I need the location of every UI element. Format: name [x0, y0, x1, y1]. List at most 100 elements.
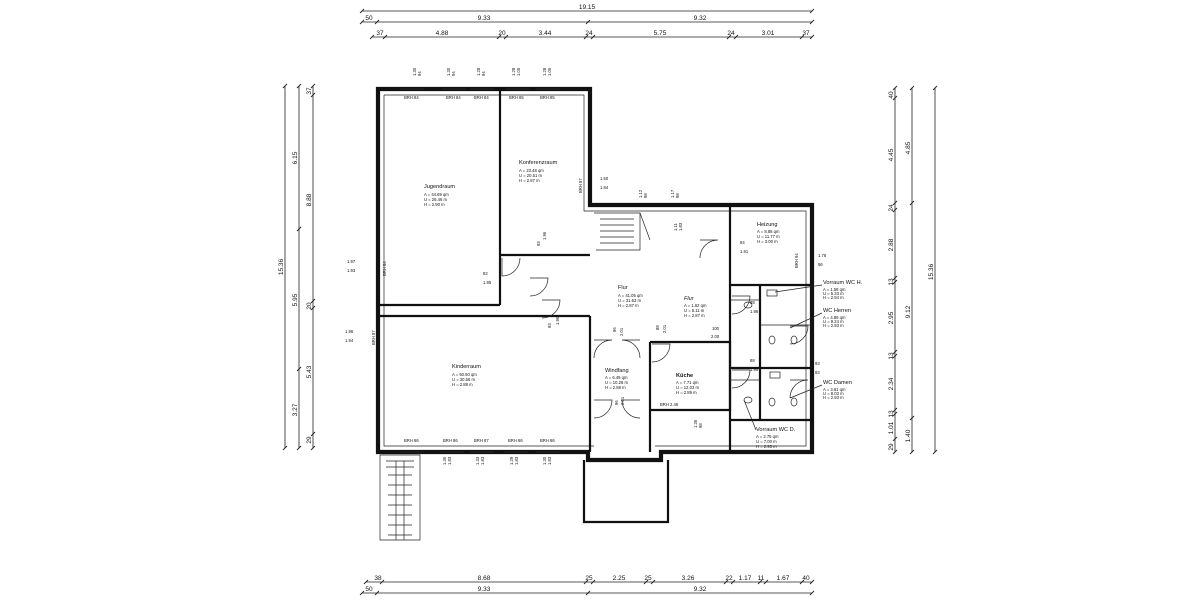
room-name: Kinderraum — [452, 364, 481, 370]
open-dim: 1.76 — [818, 253, 827, 258]
room-name: Windfang — [605, 368, 629, 374]
dim-top-r2-0: 50 — [365, 15, 373, 22]
room-vorraum-wc-d: Vorraum WC D. A = 2.75 qm U = 7.00 m H =… — [743, 399, 796, 449]
open-dim: 93 — [536, 241, 541, 246]
dim-top-r2-1: 9.33 — [478, 15, 491, 22]
room-perimeter: U = 10.26 m — [605, 380, 628, 385]
dim-bot-r1-7: 1.17 — [739, 575, 752, 582]
open-dim: 1.11 — [673, 222, 678, 231]
open-dim: 1.93 — [347, 268, 356, 273]
dim-top-r3-3: 3.44 — [539, 30, 552, 37]
room-height: H = 2.93 m — [823, 323, 844, 328]
room-name: Heizung — [757, 222, 778, 228]
open-dim: 2.00 — [711, 334, 720, 339]
open-dim: 1.83 — [547, 456, 552, 465]
dim-right-r3-1: 4.45 — [888, 148, 895, 161]
dim-top-r3-6: 24 — [727, 30, 735, 37]
opening-dimensions: 1.30 94 1.30 94 1.28 94 1.28 1.05 1.28 1… — [345, 67, 827, 465]
room-heizung: Heizung A = 8.88 qm U = 11.77 m H = 3.00… — [757, 222, 780, 244]
open-dim: 1.28 — [511, 67, 516, 76]
dim-right-r3-5: 2.95 — [888, 311, 895, 324]
dim-bot-r2-0: 50 — [365, 586, 373, 593]
room-height: H = 2.87 m — [618, 303, 639, 308]
room-height: H = 2.93 m — [823, 395, 844, 400]
top-dimension-chains: 19.15 50 9.33 9.32 37 4.88 20 3.44 24 5.… — [359, 4, 815, 40]
open-dim: 1.29 — [509, 456, 514, 465]
dim-right-r3-8: 13 — [888, 410, 895, 418]
room-area: A = 3.81 qm — [823, 387, 846, 392]
room-height: H = 2.94 m — [823, 295, 844, 300]
dim-left-r3-4: 29 — [306, 436, 313, 444]
open-dim: 2.01 — [620, 396, 625, 405]
open-dim: 94 — [451, 71, 456, 76]
open-dim: 96 — [818, 262, 823, 267]
room-name: Vorraum WC H. — [823, 280, 863, 286]
staircase-inner — [594, 212, 651, 251]
room-height: H = 2.87 m — [519, 178, 540, 183]
doors — [501, 239, 809, 419]
room-height: H = 2.90 m — [424, 202, 445, 207]
brh-label: BRH 87 — [578, 178, 583, 193]
dim-left-r3-0: 37 — [306, 87, 313, 95]
open-dim: 1.30 — [542, 456, 547, 465]
dim-right-r3-9: 1.01 — [888, 421, 895, 434]
open-dim: 1.35 — [693, 419, 698, 428]
open-dim: 98 — [698, 423, 703, 428]
room-area: A = 8.88 qm — [757, 229, 780, 234]
room-kinderraum: Kinderraum A = 50.50 qm U = 30.56 m H = … — [452, 364, 481, 387]
window-marks — [400, 88, 560, 453]
dim-bot-r2-2: 9.32 — [694, 586, 707, 593]
room-perimeter: U = 20.51 m — [519, 173, 542, 178]
brh-label: BRH 94 — [794, 253, 799, 268]
dim-bot-r1-5: 3.26 — [682, 575, 695, 582]
dim-bot-r1-4: 25 — [644, 575, 652, 582]
room-area: A = 2.75 qm — [756, 434, 779, 439]
open-dim: 93 — [547, 323, 552, 328]
brh-label: BRH 84 — [474, 95, 489, 100]
room-area: A = 23.48 qm — [519, 168, 544, 173]
room-area: A = 44.69 qm — [424, 192, 449, 197]
exterior-walls — [375, 86, 815, 463]
dim-top-r3-4: 24 — [585, 30, 593, 37]
room-area: A = 6.49 qm — [605, 375, 628, 380]
room-perimeter: U = 11.77 m — [757, 234, 780, 239]
brh-label: BRH 84 — [382, 261, 387, 276]
open-dim: 94 — [417, 71, 422, 76]
room-name: Vorraum WC D. — [756, 427, 796, 433]
room-height: H = 2.93 m — [756, 444, 777, 449]
dim-left-r3-1: 8.88 — [306, 193, 313, 206]
dim-left-total: 15.36 — [278, 258, 285, 275]
open-dim: 82 — [483, 271, 488, 276]
room-vorraum-wc-h: Vorraum WC H. A = 1.58 qm U = 5.33 m H =… — [774, 280, 863, 300]
open-dim: 98 — [643, 193, 648, 198]
open-dim: 1.96 — [750, 309, 759, 314]
open-dim: 1.96 — [542, 231, 547, 240]
room-jugendraum: Jugendraum A = 44.69 qm U = 26.46 m H = … — [424, 184, 455, 207]
open-dim: 1.94 — [345, 338, 354, 343]
dim-bot-r1-9: 1.67 — [777, 575, 790, 582]
dim-right-r3-7: 2.34 — [888, 377, 895, 390]
room-height: H = 2.88 m — [605, 385, 626, 390]
left-dimension-chains: 15.36 6.15 5.95 3.27 37 8.88 20 5.43 29 — [278, 83, 316, 451]
dim-bot-r1-10: 40 — [802, 575, 810, 582]
dim-bot-r1-1: 8.68 — [478, 575, 491, 582]
dim-right-r2-0: 4.85 — [905, 141, 912, 154]
brh-label: BRH 84 — [446, 95, 461, 100]
dim-bot-r1-8: 11 — [758, 575, 765, 582]
dim-bot-r1-2: 25 — [585, 575, 593, 582]
brh-label: BRH 87 — [371, 330, 376, 345]
room-name: WC Damen — [823, 380, 852, 386]
dim-top-r3-8: 37 — [802, 30, 810, 37]
open-dim: 2.01 — [662, 324, 667, 333]
dim-right-r3-6: 13 — [888, 352, 895, 360]
room-kueche: Küche A = 7.71 qm U = 12.03 m H = 2.89 m — [676, 373, 699, 395]
open-dim: 100 — [712, 326, 720, 331]
dim-top-r3-5: 5.75 — [654, 30, 667, 37]
dim-left-r3-2: 20 — [306, 302, 313, 310]
brh-label: BRH 84 — [404, 95, 419, 100]
room-height: H = 2.89 m — [676, 390, 697, 395]
room-perimeter: U = 9.24 m — [823, 319, 844, 324]
entrance-porch — [582, 460, 670, 524]
dim-right-r3-4: 13 — [888, 278, 895, 286]
open-dim: 1.30 — [446, 67, 451, 76]
